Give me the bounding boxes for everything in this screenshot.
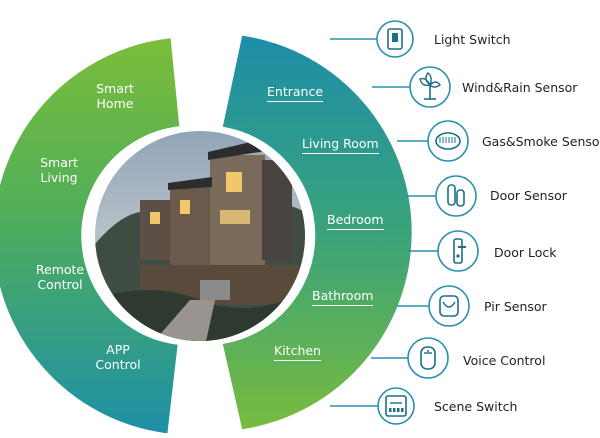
voice-control-icon: [407, 337, 449, 379]
room-bathroom: Bathroom: [312, 288, 374, 306]
device-icons: [376, 20, 479, 425]
device-door-lock: Door Lock: [494, 245, 557, 260]
icon-circle: [437, 230, 479, 272]
segment-line: Remote: [35, 262, 85, 277]
segment-remote-control: Remote Control: [32, 262, 88, 292]
segment-line: Living: [40, 170, 78, 185]
door-sensor-icon: [435, 175, 477, 217]
panel-button: [393, 408, 396, 412]
room-living-room: Living Room: [302, 136, 379, 154]
device-wind-rain-sensor: Wind&Rain Sensor: [462, 80, 578, 95]
pir-body: [439, 295, 459, 317]
pir-sensor-icon: [428, 285, 470, 327]
segment-smart-home: Smart Home: [90, 81, 140, 111]
icon-circle: [377, 387, 415, 425]
house-photo: [95, 131, 305, 341]
speaker-body: [420, 346, 436, 370]
sensor-part: [447, 184, 456, 206]
segment-line: Control: [37, 277, 83, 292]
keyhole: [456, 254, 460, 258]
segment-line: Smart: [40, 155, 78, 170]
door-lock-icon: [437, 230, 479, 272]
detector-body: [435, 132, 461, 150]
connector-lines: [330, 38, 438, 407]
segment-line: Home: [96, 96, 134, 111]
icon-circle: [427, 120, 469, 162]
left-ring: [0, 38, 180, 434]
gas-smoke-sensor-icon: [427, 120, 469, 162]
icon-circle: [407, 337, 449, 379]
light-switch-icon: [376, 20, 414, 58]
panel-button: [397, 408, 400, 412]
segment-line: APP: [106, 342, 130, 357]
panel-button: [389, 408, 392, 412]
device-door-sensor: Door Sensor: [490, 188, 567, 203]
segment-line: Smart: [96, 81, 134, 96]
segment-app-control: APP Control: [90, 342, 146, 372]
device-gas-smoke-sensor: Gas&Smoke Sensor: [482, 134, 600, 149]
room-bedroom: Bedroom: [327, 212, 384, 230]
segment-smart-living: Smart Living: [34, 155, 84, 185]
panel-body: [385, 395, 407, 417]
device-voice-control: Voice Control: [463, 353, 546, 368]
icon-circle: [428, 285, 470, 327]
switch-toggle: [392, 33, 398, 42]
scene-switch-icon: [377, 387, 415, 425]
magnet-part: [456, 189, 465, 207]
icon-circle: [435, 175, 477, 217]
panel-button: [401, 408, 404, 412]
room-kitchen: Kitchen: [274, 343, 321, 361]
right-ring: [222, 35, 412, 430]
pir-lens: [442, 301, 456, 308]
room-entrance: Entrance: [267, 84, 324, 102]
speaker-dot: [427, 350, 429, 352]
lock-plate: [453, 238, 463, 264]
device-pir-sensor: Pir Sensor: [484, 299, 547, 314]
vanes: [419, 72, 441, 88]
device-light-switch: Light Switch: [434, 32, 511, 47]
switch-body: [387, 28, 403, 50]
wind-rain-sensor-icon: [409, 66, 451, 108]
segment-line: Control: [95, 357, 141, 372]
device-scene-switch: Scene Switch: [434, 399, 518, 414]
